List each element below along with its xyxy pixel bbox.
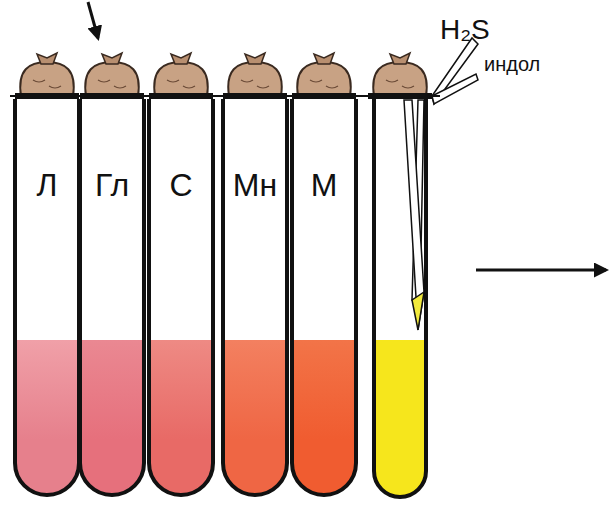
tube-label: М: [290, 169, 358, 201]
cotton-plug: [292, 53, 356, 99]
rack-line: [10, 95, 440, 97]
test-tube: М: [290, 99, 358, 497]
tube-outline: [290, 99, 358, 497]
cotton-plug: [223, 53, 287, 99]
pointer-arrow: [476, 269, 606, 272]
tube-label: С: [147, 169, 215, 201]
test-tube: Мн: [221, 99, 289, 497]
test-tube: [370, 95, 430, 506]
test-tube: Л: [13, 99, 81, 497]
tube-outline: [221, 99, 289, 497]
tube-label: Гл: [78, 169, 146, 201]
tube-outline: [13, 99, 81, 497]
tube-outline: [147, 99, 215, 497]
cotton-plug: [80, 53, 144, 99]
cotton-plug: [368, 53, 432, 99]
cotton-plug: [15, 53, 79, 99]
tube-label: Мн: [221, 169, 289, 201]
test-tube: Гл: [78, 99, 146, 497]
reagent-label: H₂S: [440, 16, 490, 44]
cotton-plug: [149, 53, 213, 99]
pointer-arrow: [88, 2, 98, 38]
tube-label: Л: [13, 169, 81, 201]
test-tube: С: [147, 99, 215, 497]
reagent-label: индол: [484, 54, 540, 74]
tube-outline: [78, 99, 146, 497]
